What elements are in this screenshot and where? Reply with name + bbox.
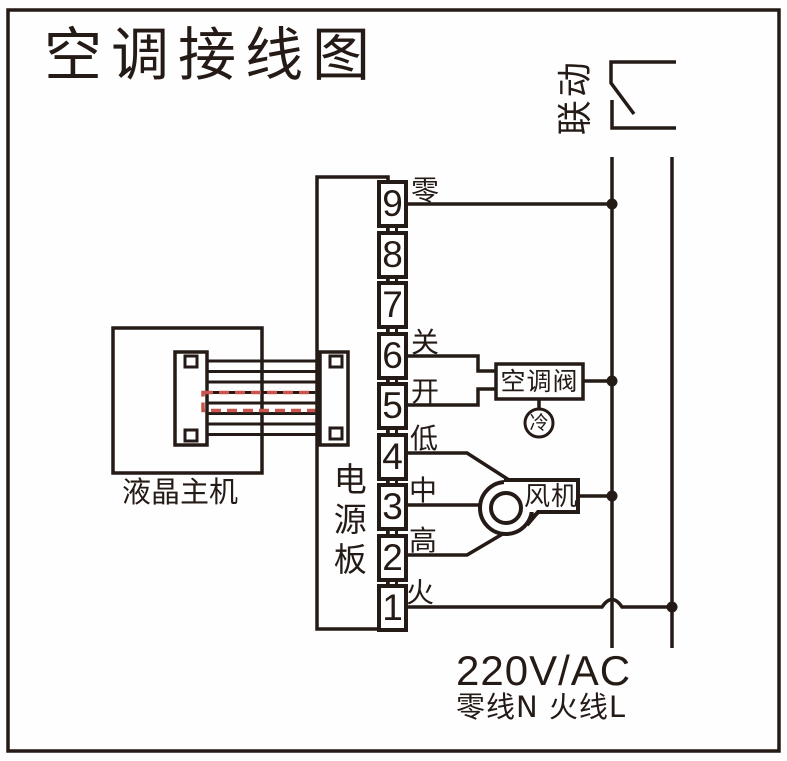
terminal-1: 1 — [382, 587, 403, 628]
terminal-3: 3 — [382, 486, 403, 527]
terminal-5: 5 — [382, 385, 403, 426]
line-legend-label: 零线N 火线L — [456, 690, 627, 724]
cold-mode-label: 冷 — [529, 411, 549, 434]
power-board-label: 电源板 — [328, 462, 368, 582]
junction-dots — [606, 198, 678, 613]
terminal-blocks — [377, 180, 408, 632]
wire-label-mid: 中 — [409, 474, 438, 507]
terminal-7: 7 — [382, 284, 403, 325]
linkage-contact-bottom — [610, 100, 676, 130]
terminal-2: 2 — [382, 537, 403, 578]
terminal-8: 8 — [382, 234, 403, 275]
fan-body-outline — [504, 478, 580, 527]
lcd-unit-label: 液晶主机 — [122, 475, 239, 509]
valve-label: 空调阀 — [500, 366, 579, 396]
cold-circle — [523, 407, 555, 439]
terminal-6: 6 — [382, 335, 403, 376]
diagram-border — [6, 8, 781, 753]
power-board-connector — [318, 350, 350, 447]
lcd-unit-box — [111, 326, 264, 475]
terminal-9: 9 — [382, 183, 403, 224]
terminal-4: 4 — [382, 436, 403, 477]
valve-close-wire — [406, 354, 497, 373]
wire-label-neutral: 零 — [411, 174, 440, 207]
wire-label-open: 开 — [411, 375, 440, 408]
linkage-contact-top — [609, 60, 676, 116]
fan-label: 风机 — [524, 482, 579, 512]
wire-label-high: 高 — [409, 524, 438, 557]
wire-label-live: 火 — [406, 576, 435, 609]
linkage-label-wrap: 联动 — [540, 44, 612, 150]
wire-label-low: 低 — [410, 422, 439, 455]
linkage-label: 联动 — [555, 58, 596, 136]
fan-inner-circle — [489, 491, 523, 525]
live-wire — [406, 597, 672, 609]
lcd-connector — [173, 350, 209, 447]
voltage-label: 220V/AC — [456, 647, 632, 694]
wire-label-close: 关 — [411, 326, 440, 359]
page-title: 空调接线图 — [44, 21, 380, 89]
valve-open-wire — [406, 387, 497, 407]
fan-low-wire — [406, 451, 510, 482]
